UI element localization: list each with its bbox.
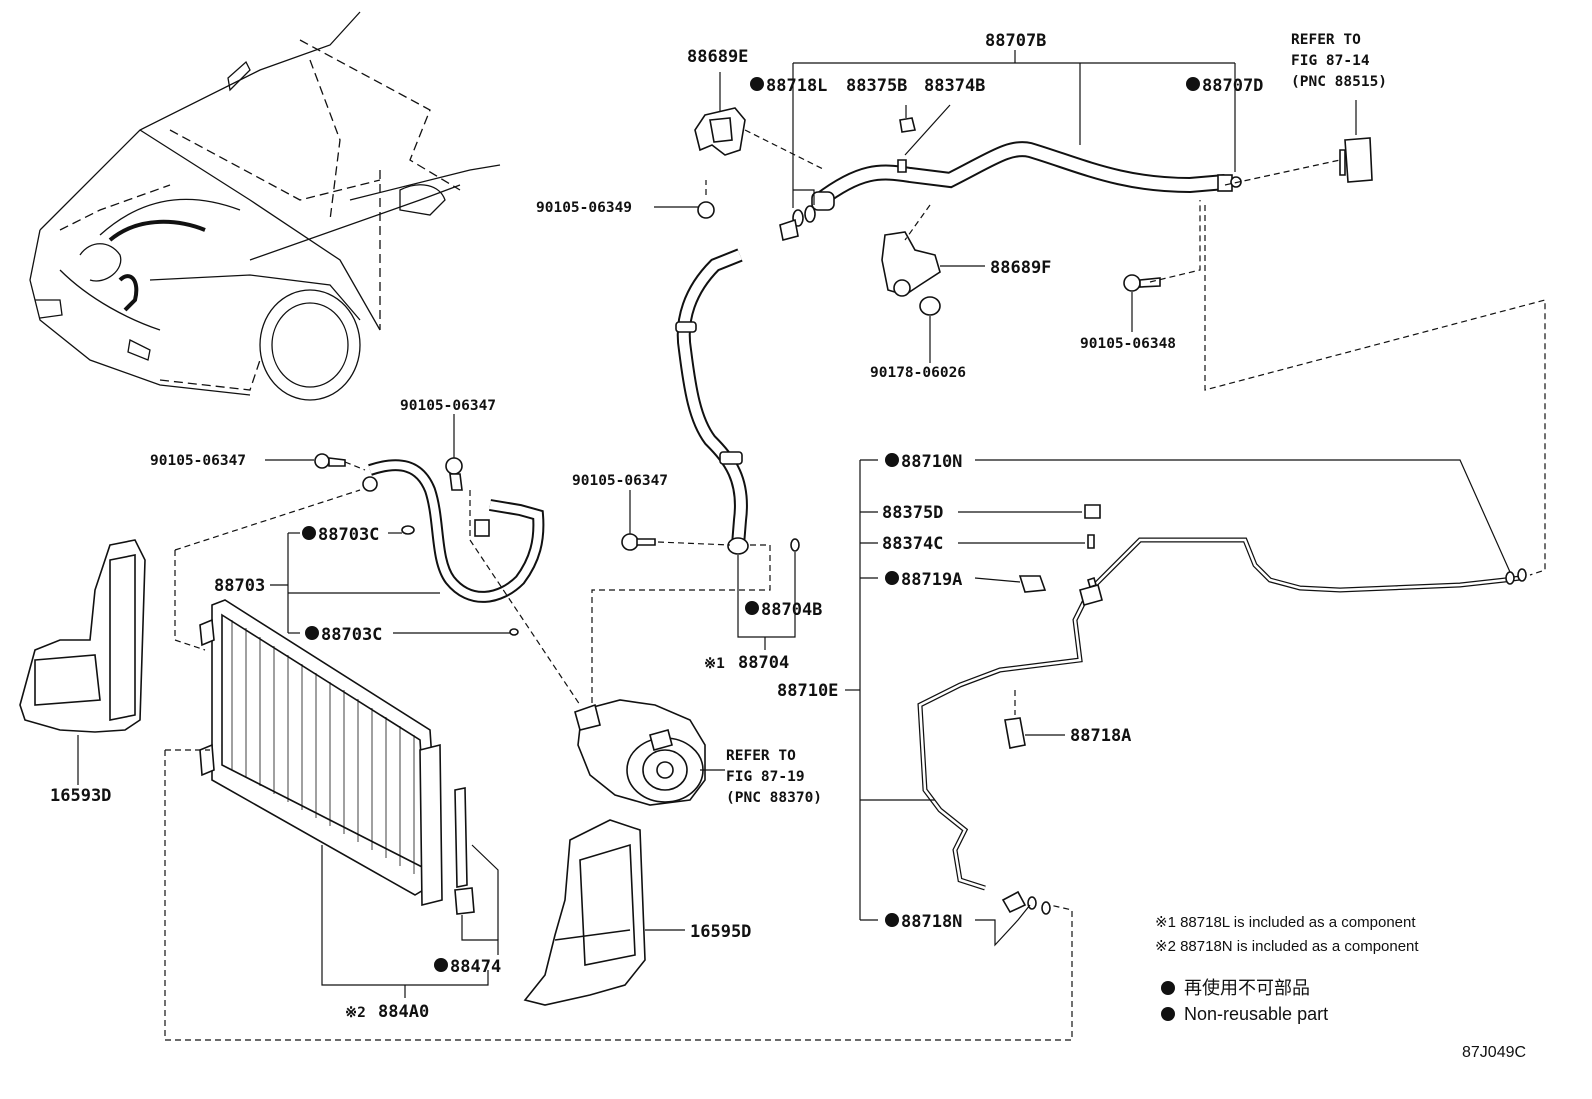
figure-code: 87J049C [1462,1044,1526,1061]
suction-hose-assembly [694,107,1373,316]
label-88710N[interactable]: 88710N [901,452,962,472]
label-88703C-upper[interactable]: 88703C [318,525,379,545]
non-reusable-marker-icon [750,77,764,91]
non-reusable-marker-icon [885,913,899,927]
label-88704-mark: ※1 [704,656,725,672]
label-88707B[interactable]: 88707B [985,31,1046,51]
refer-top-line3[interactable]: (PNC 88515) [1291,74,1387,90]
label-88375B[interactable]: 88375B [846,76,907,96]
legend-marker-icon [1161,981,1175,995]
label-90105-06349[interactable]: 90105-06349 [536,200,632,216]
note-88718N: ※2 88718N is included as a component [1155,938,1419,955]
label-88710E[interactable]: 88710E [777,681,838,701]
label-884A0[interactable]: 884A0 [378,1002,429,1022]
label-16593D[interactable]: 16593D [50,786,111,806]
discharge-hose-88704 [621,248,800,555]
footnotes: ※1 88718L is included as a component ※2 … [1155,914,1419,955]
label-90105-06347-top[interactable]: 90105-06347 [400,398,496,414]
liquid-pipe-88710E [917,504,1527,915]
condenser-hose-88703 [314,453,545,636]
label-88704B[interactable]: 88704B [761,600,822,620]
dashed-guides [164,129,1546,1041]
condenser-884A0 [199,599,475,915]
label-88707D[interactable]: 88707D [1202,76,1263,96]
non-reusable-marker-icon [885,571,899,585]
non-reusable-marker-icon [1186,77,1200,91]
legend-jp: 再使用不可部品 [1184,978,1310,998]
label-88718N[interactable]: 88718N [901,912,962,932]
non-reusable-marker-icon [434,958,448,972]
label-88374C[interactable]: 88374C [882,534,943,554]
refer-top-line1: REFER TO [1291,32,1361,48]
part-labels: 88707B 88689E 88718L 88375B 88374B 88707… [50,31,1387,1022]
label-88374B[interactable]: 88374B [924,76,985,96]
non-reusable-marker-icon [305,626,319,640]
leader-lines [77,50,1511,998]
note-88718L: ※1 88718L is included as a component [1155,914,1416,931]
label-88703C-lower[interactable]: 88703C [321,625,382,645]
label-88719A[interactable]: 88719A [901,570,962,590]
legend-en: Non-reusable part [1184,1004,1328,1024]
non-reusable-marker-icon [885,453,899,467]
duct-16593D [19,539,146,733]
vehicle-illustration [29,11,501,401]
refer-mid-line3[interactable]: (PNC 88370) [726,790,822,806]
label-88689E[interactable]: 88689E [687,47,748,67]
label-90105-06347-left[interactable]: 90105-06347 [150,453,246,469]
refer-top-line2: FIG 87-14 [1291,53,1370,69]
compressor [574,699,706,806]
refer-mid-line1: REFER TO [726,748,796,764]
label-88703[interactable]: 88703 [214,576,265,596]
label-884A0-mark: ※2 [345,1005,366,1021]
legend: 再使用不可部品 Non-reusable part [1161,978,1328,1024]
label-88689F[interactable]: 88689F [990,258,1051,278]
duct-16595D [523,819,646,1006]
label-16595D[interactable]: 16595D [690,922,751,942]
legend-marker-icon [1161,1007,1175,1021]
refer-mid-line2: FIG 87-19 [726,769,805,785]
non-reusable-marker-icon [745,601,759,615]
label-88718A[interactable]: 88718A [1070,726,1131,746]
label-90105-06348[interactable]: 90105-06348 [1080,336,1176,352]
label-88375D[interactable]: 88375D [882,503,943,523]
label-90105-06347-mid[interactable]: 90105-06347 [572,473,668,489]
label-90178-06026[interactable]: 90178-06026 [870,365,966,381]
label-88474[interactable]: 88474 [450,957,501,977]
non-reusable-marker-icon [302,526,316,540]
label-88704[interactable]: 88704 [738,653,789,673]
label-88718L[interactable]: 88718L [766,76,827,96]
